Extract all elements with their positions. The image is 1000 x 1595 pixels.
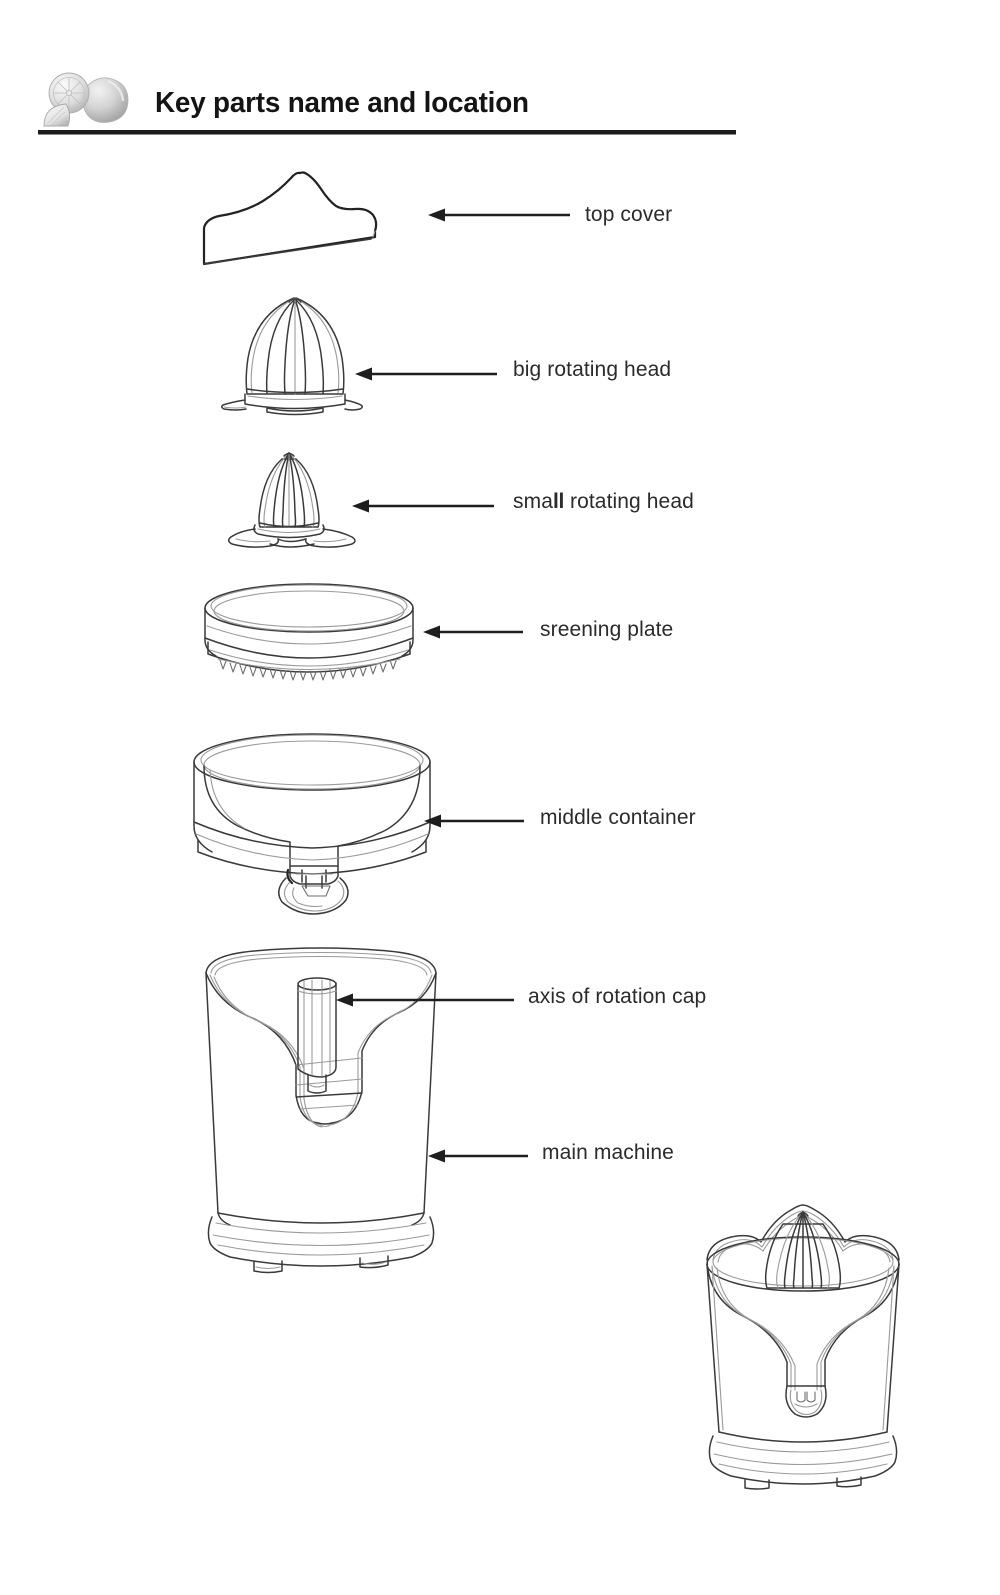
part-label-big-rotating-head: big rotating head: [513, 358, 672, 381]
part-label-sreening-plate: sreening plate: [540, 618, 674, 641]
small-reamer-part: [222, 445, 382, 550]
assembled-juicer-illustration: [695, 1190, 910, 1490]
leader-line-small-rotating-head: [352, 493, 494, 519]
citrus-lemon-icon: [38, 68, 138, 130]
page-title: Key parts name and location: [155, 87, 529, 119]
motor-base-part: [196, 945, 446, 1285]
small-rotating-head-text-emphasis: ll: [552, 490, 565, 513]
part-label-main-machine: main machine: [542, 1141, 674, 1164]
leader-line-middle-container: [424, 808, 524, 834]
header-divider: [38, 130, 736, 135]
small-rotating-head-text-suffix: rotating head: [564, 490, 694, 513]
juice-bowl-part: [190, 730, 445, 915]
strainer-plate-part: [198, 580, 428, 685]
big-reamer-part: [212, 292, 382, 417]
part-label-top-cover: top cover: [585, 203, 673, 226]
part-label-axis-of-rotation-cap: axis of rotation cap: [528, 985, 707, 1008]
page-header: Key parts name and location: [0, 60, 1000, 140]
leader-line-sreening-plate: [423, 619, 523, 645]
leader-line-axis-of-rotation-cap: [336, 987, 514, 1013]
leader-line-main-machine: [428, 1143, 528, 1169]
part-label-small-rotating-head: small rotating head: [513, 490, 694, 514]
leader-line-top-cover: [428, 202, 570, 228]
leader-line-big-rotating-head: [355, 361, 497, 387]
small-rotating-head-text-prefix: sma: [513, 490, 553, 513]
top-cover-part: [195, 165, 435, 270]
part-label-middle-container: middle container: [540, 806, 696, 829]
